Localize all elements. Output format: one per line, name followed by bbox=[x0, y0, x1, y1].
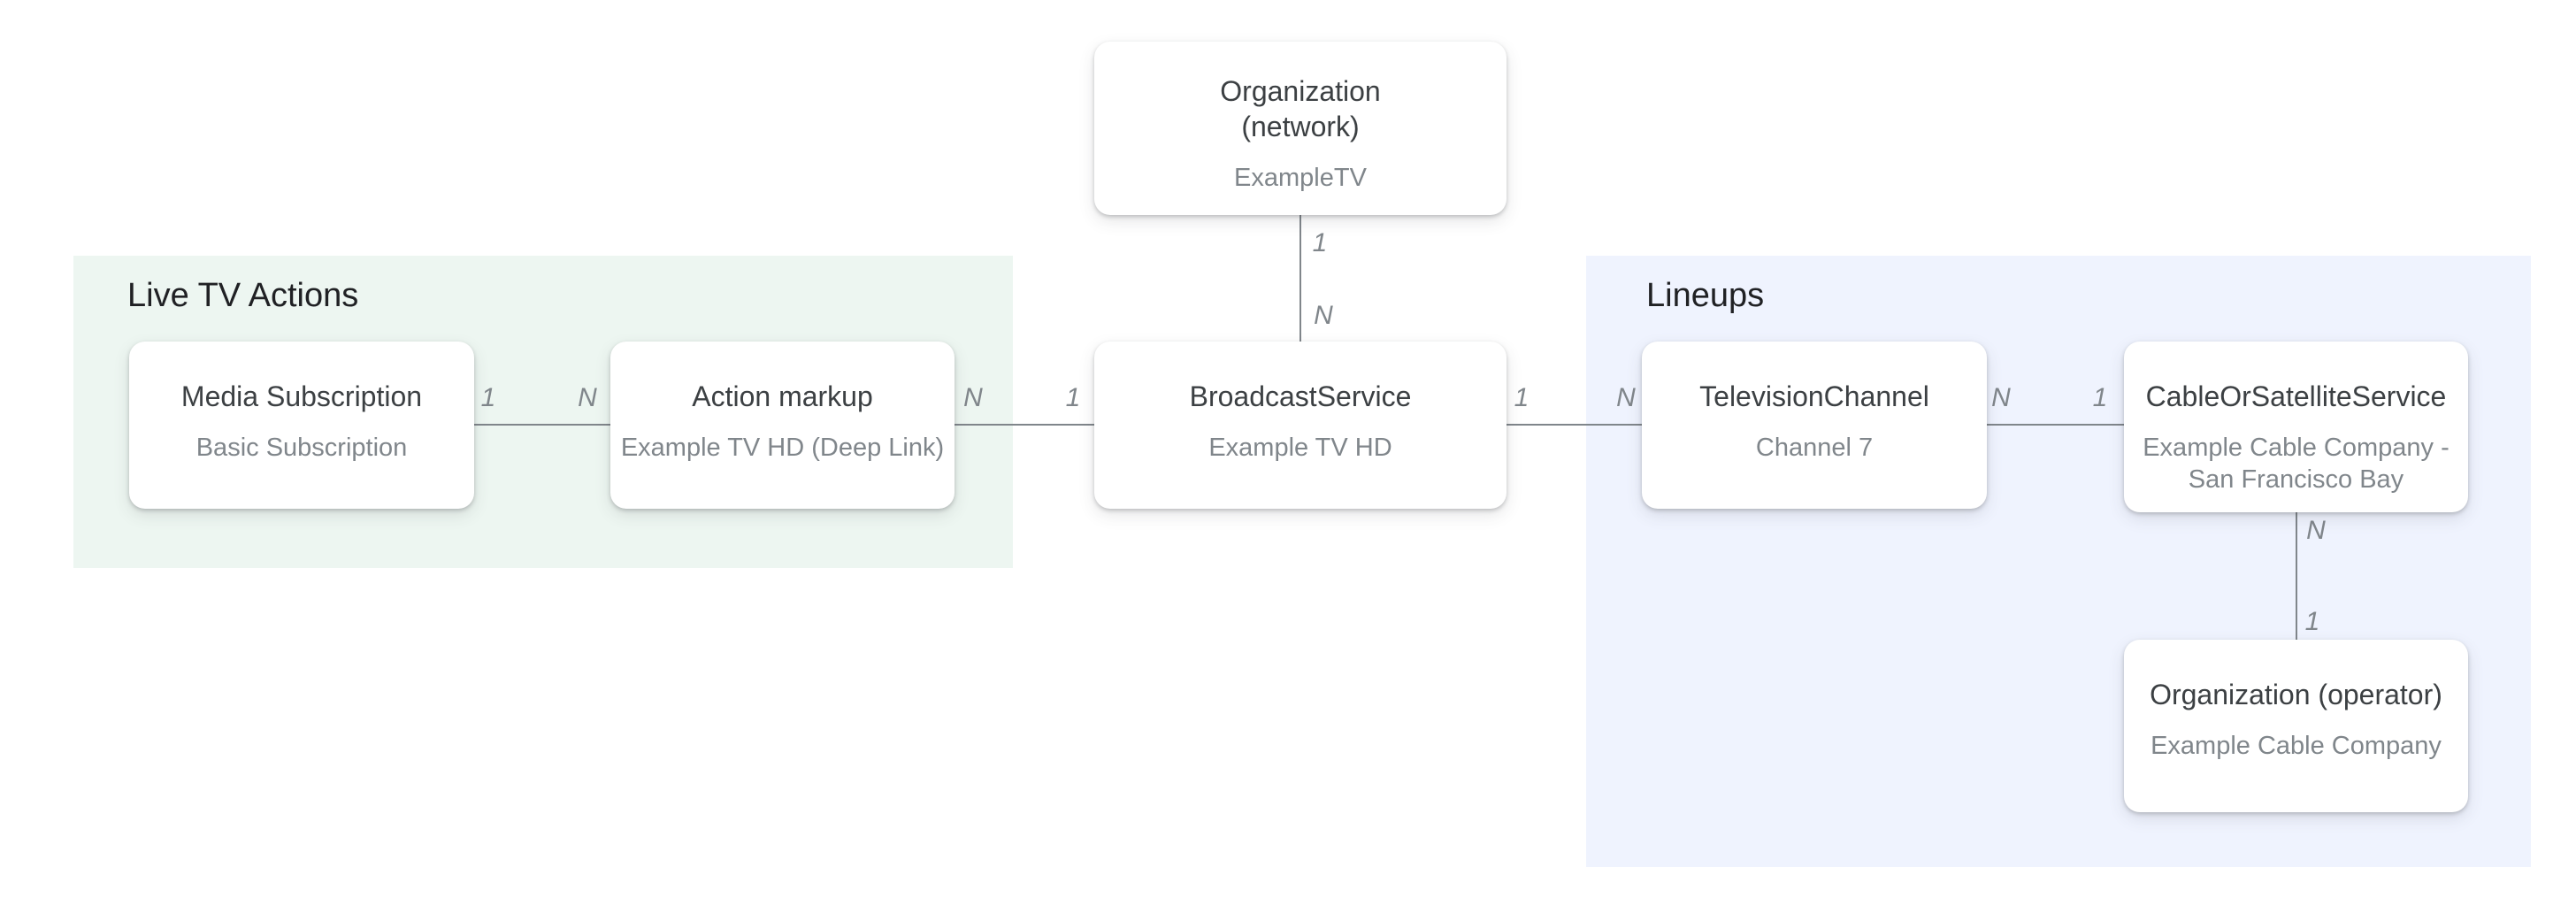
cardinality-label-television-side-left: N bbox=[1616, 383, 1636, 412]
connector-media-to-action bbox=[474, 424, 610, 426]
connector-broadcast-to-television bbox=[1506, 424, 1642, 426]
connector-television-to-cable bbox=[1987, 424, 2124, 426]
cardinality-label-broadcast-side-right: 1 bbox=[1514, 383, 1530, 412]
node-subtitle-organization-network: ExampleTV bbox=[1234, 164, 1367, 192]
cardinality-label-action-side-right: N bbox=[963, 383, 983, 412]
node-title-organization-operator: Organization (operator) bbox=[2150, 679, 2442, 710]
node-title-television-channel: TelevisionChannel bbox=[1699, 380, 1929, 412]
cardinality-label-action-side-left: N bbox=[578, 383, 597, 412]
node-title-media-subscription: Media Subscription bbox=[180, 380, 423, 412]
node-subtitle-television-channel: Channel 7 bbox=[1755, 434, 1874, 462]
node-title-action-markup: Action markup bbox=[692, 380, 873, 412]
cardinality-label-cable-side-bottom: N bbox=[2306, 516, 2326, 545]
cardinality-label-media-side: 1 bbox=[480, 383, 496, 412]
section-heading-live-tv-actions: Live TV Actions bbox=[127, 277, 359, 314]
cardinality-label-network-side: 1 bbox=[1312, 228, 1328, 257]
node-subtitle-cable-or-satellite-service: Example Cable Company - San Francisco Ba… bbox=[2143, 434, 2450, 494]
node-subtitle-media-subscription: Basic Subscription bbox=[196, 434, 408, 462]
node-subtitle-action-markup: Example TV HD (Deep Link) bbox=[620, 434, 945, 462]
connector-action-to-broadcast bbox=[954, 424, 1094, 426]
cardinality-label-broadcast-side-vertical: N bbox=[1314, 301, 1333, 330]
node-media-subscription: Media Subscription Basic Subscription bbox=[129, 342, 474, 509]
connector-cable-to-operator bbox=[2296, 512, 2297, 640]
node-subtitle-organization-operator: Example Cable Company bbox=[2150, 732, 2442, 760]
connector-network-to-broadcast bbox=[1300, 215, 1301, 342]
node-cable-or-satellite-service: CableOrSatelliteService Example Cable Co… bbox=[2124, 342, 2468, 512]
node-subtitle-broadcast-service: Example TV HD bbox=[1208, 434, 1392, 462]
node-television-channel: TelevisionChannel Channel 7 bbox=[1642, 342, 1987, 509]
cardinality-label-television-side-right: N bbox=[1991, 383, 2011, 412]
cardinality-label-cable-side-top: 1 bbox=[2092, 383, 2108, 412]
section-heading-lineups: Lineups bbox=[1646, 277, 1765, 314]
node-title-organization-network: Organization (network) bbox=[1220, 75, 1381, 142]
cardinality-label-broadcast-side-left: 1 bbox=[1065, 383, 1081, 412]
node-organization-operator: Organization (operator) Example Cable Co… bbox=[2124, 640, 2468, 812]
node-title-cable-or-satellite-service: CableOrSatelliteService bbox=[2145, 380, 2447, 412]
node-organization-network: Organization (network) ExampleTV bbox=[1094, 42, 1506, 215]
cardinality-label-operator-side: 1 bbox=[2304, 607, 2320, 636]
node-broadcast-service: BroadcastService Example TV HD bbox=[1094, 342, 1506, 509]
node-title-broadcast-service: BroadcastService bbox=[1189, 380, 1412, 412]
node-action-markup: Action markup Example TV HD (Deep Link) bbox=[610, 342, 954, 509]
